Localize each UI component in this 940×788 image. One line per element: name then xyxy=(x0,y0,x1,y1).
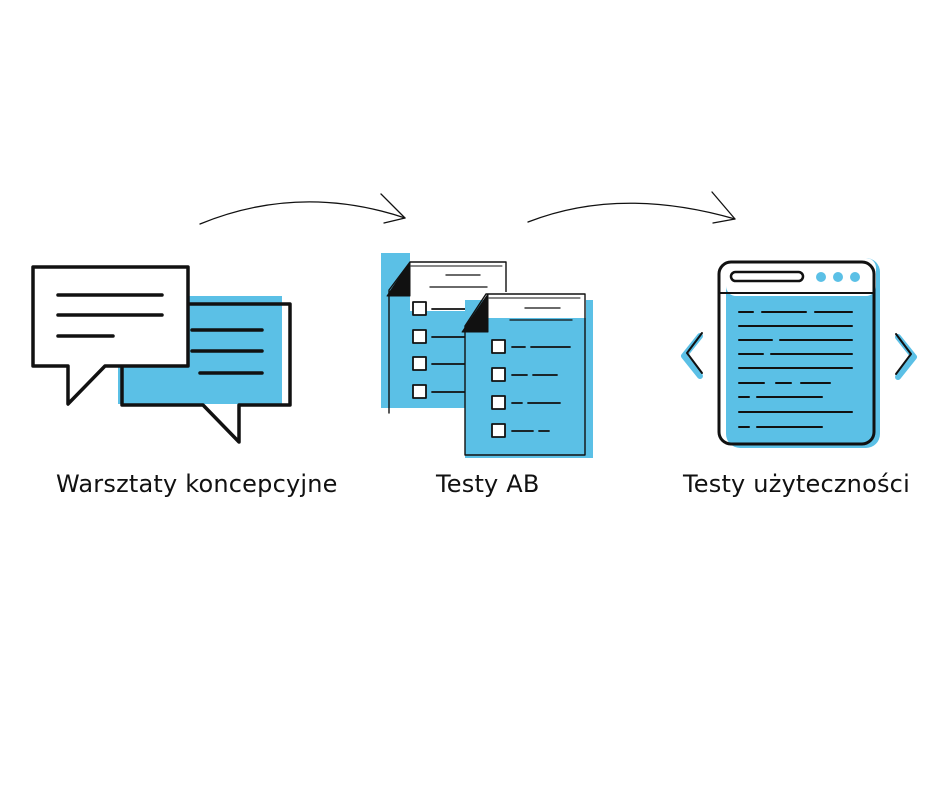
connector-arrow-1 xyxy=(199,193,406,225)
chevron-right-icon xyxy=(895,333,917,380)
checklist-documents-icon xyxy=(381,253,593,458)
step-label-testy-ab: Testy AB xyxy=(436,470,540,498)
step-label-warsztaty: Warsztaty koncepcyjne xyxy=(56,470,338,498)
step-label-testy-uzytecznosci: Testy użyteczności xyxy=(683,470,910,498)
chevron-left-icon xyxy=(681,332,703,379)
chat-bubbles-icon xyxy=(31,265,292,444)
browser-window-icon xyxy=(717,258,880,448)
connector-arrow-2 xyxy=(527,191,736,224)
